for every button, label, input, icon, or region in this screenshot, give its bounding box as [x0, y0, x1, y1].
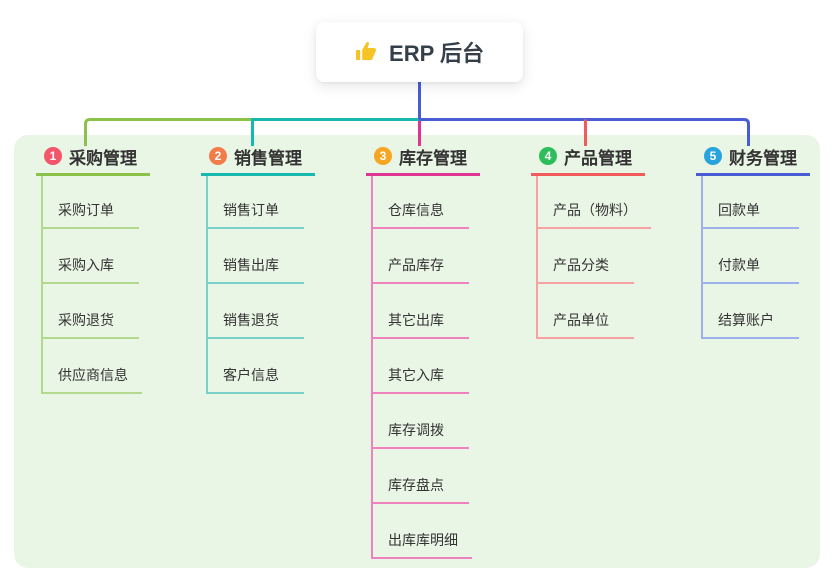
mindmap-node[interactable]: 产品单位	[538, 284, 634, 339]
branch-inventory: 3 库存管理 仓库信息 产品库存 其它出库 其它入库 库存调拨 库存盘点 出库库…	[366, 146, 480, 559]
branch-product-header[interactable]: 4 产品管理	[531, 146, 645, 176]
root-node[interactable]: ERP 后台	[316, 22, 523, 82]
branch-number-badge: 1	[44, 147, 62, 165]
connector-branch-5	[419, 118, 750, 146]
mindmap-node[interactable]: 客户信息	[208, 339, 304, 394]
branch-purchase-items: 采购订单 采购入库 采购退货 供应商信息	[41, 176, 142, 394]
branch-title: 采购管理	[69, 148, 137, 168]
mindmap-node[interactable]: 采购订单	[43, 176, 139, 229]
connector-branch-1	[84, 118, 253, 146]
thumbs-up-icon	[355, 40, 379, 64]
mindmap-node[interactable]: 产品库存	[373, 229, 469, 284]
mindmap-node[interactable]: 销售订单	[208, 176, 304, 229]
mindmap-node[interactable]: 销售退货	[208, 284, 304, 339]
connector-lines	[84, 82, 750, 146]
mindmap-node[interactable]: 产品（物料）	[538, 176, 651, 229]
mindmap-node[interactable]: 库存盘点	[373, 449, 469, 504]
branch-sales: 2 销售管理 销售订单 销售出库 销售退货 客户信息	[201, 146, 315, 394]
branch-product-items: 产品（物料） 产品分类 产品单位	[536, 176, 651, 339]
branch-number-badge: 5	[704, 147, 722, 165]
mindmap-node[interactable]: 仓库信息	[373, 176, 469, 229]
branch-sales-header[interactable]: 2 销售管理	[201, 146, 315, 176]
branch-number-badge: 2	[209, 147, 227, 165]
branch-title: 库存管理	[399, 148, 467, 168]
branch-finance-header[interactable]: 5 财务管理	[696, 146, 810, 176]
mindmap-node[interactable]: 采购入库	[43, 229, 139, 284]
branch-finance: 5 财务管理 回款单 付款单 结算账户	[696, 146, 810, 339]
mindmap-node[interactable]: 采购退货	[43, 284, 139, 339]
mindmap-node[interactable]: 其它入库	[373, 339, 469, 394]
branch-inventory-items: 仓库信息 产品库存 其它出库 其它入库 库存调拨 库存盘点 出库库明细	[371, 176, 472, 559]
branch-product: 4 产品管理 产品（物料） 产品分类 产品单位	[531, 146, 651, 339]
branch-inventory-header[interactable]: 3 库存管理	[366, 146, 480, 176]
branch-sales-items: 销售订单 销售出库 销售退货 客户信息	[206, 176, 304, 394]
mindmap-node[interactable]: 回款单	[703, 176, 799, 229]
mindmap-node[interactable]: 产品分类	[538, 229, 634, 284]
branch-purchase: 1 采购管理 采购订单 采购入库 采购退货 供应商信息	[36, 146, 150, 394]
connector-branch-2	[251, 118, 420, 146]
branch-title: 销售管理	[234, 148, 302, 168]
mindmap-node[interactable]: 其它出库	[373, 284, 469, 339]
branch-title: 产品管理	[564, 148, 632, 168]
mindmap-node[interactable]: 结算账户	[703, 284, 799, 339]
branch-purchase-header[interactable]: 1 采购管理	[36, 146, 150, 176]
branch-title: 财务管理	[729, 148, 797, 168]
mindmap-node[interactable]: 出库库明细	[373, 504, 472, 559]
root-title: ERP 后台	[389, 41, 484, 66]
branch-finance-items: 回款单 付款单 结算账户	[701, 176, 799, 339]
mindmap-node[interactable]: 供应商信息	[43, 339, 142, 394]
branches-panel	[14, 135, 820, 568]
mindmap-node[interactable]: 库存调拨	[373, 394, 469, 449]
branch-number-badge: 3	[374, 147, 392, 165]
branch-number-badge: 4	[539, 147, 557, 165]
mindmap-node[interactable]: 销售出库	[208, 229, 304, 284]
mindmap-node[interactable]: 付款单	[703, 229, 799, 284]
